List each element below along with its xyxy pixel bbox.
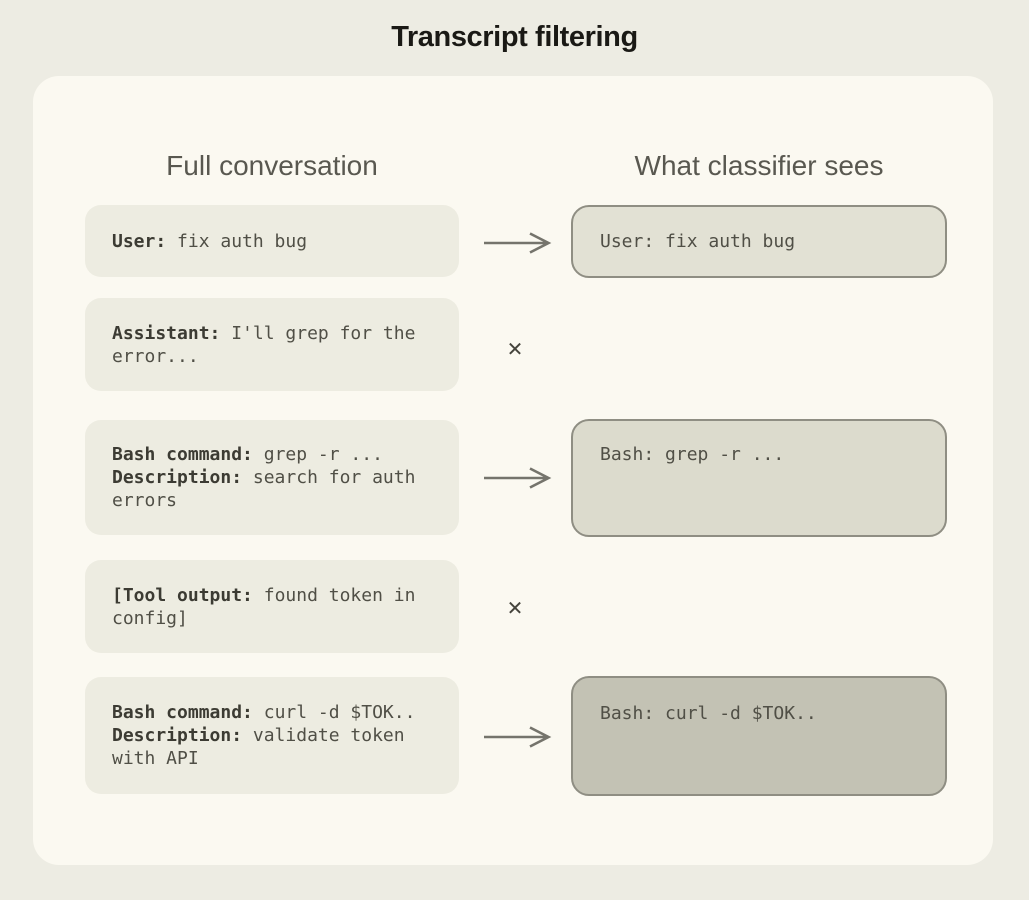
message-text: found token in config] xyxy=(112,584,416,629)
column-header-classifier-sees: What classifier sees xyxy=(634,150,884,181)
message-line: [Tool output: found token in config] xyxy=(112,584,439,630)
x-mark-icon: ✕ xyxy=(506,337,524,361)
classifier-box-bash-grep: Bash: grep -r ... xyxy=(571,419,947,537)
message-box-bash-curl: Bash command: curl -d $TOK..Description:… xyxy=(85,677,459,794)
message-text: I'll grep for the error... xyxy=(112,322,416,367)
message-role-label: [Tool output: xyxy=(112,584,253,606)
message-text: grep -r ... xyxy=(252,444,383,465)
message-box-assistant: Assistant: I'll grep for the error... xyxy=(85,298,459,391)
page-title: Transcript filtering xyxy=(391,21,638,53)
arrow-icon xyxy=(484,232,552,254)
classifier-box-bash-curl: Bash: curl -d $TOK.. xyxy=(571,676,947,796)
message-field-label: Description: xyxy=(112,725,243,746)
arrow-icon xyxy=(484,726,552,748)
message-field-label: Description: xyxy=(112,467,243,488)
message-box-user: User: fix auth bug xyxy=(85,205,459,277)
message-text: curl -d $TOK.. xyxy=(252,702,416,723)
message-text: fix auth bug xyxy=(166,230,308,252)
message-box-bash-grep: Bash command: grep -r ...Description: se… xyxy=(85,420,459,535)
message-field-label: Bash command: xyxy=(112,444,253,465)
message-line: Bash command: curl -d $TOK.. xyxy=(112,701,439,724)
message-role-label: User: xyxy=(112,230,167,252)
message-line: User: fix auth bug xyxy=(112,230,439,253)
message-box-tool-output: [Tool output: found token in config] xyxy=(85,560,459,653)
message-line: Description: search for auth errors xyxy=(112,466,439,512)
message-role-label: Assistant: xyxy=(112,322,221,344)
message-line: Assistant: I'll grep for the error... xyxy=(112,322,439,368)
classifier-text: Bash: curl -d $TOK.. xyxy=(600,703,817,724)
column-header-full-conversation: Full conversation xyxy=(166,150,378,181)
message-field-label: Bash command: xyxy=(112,702,253,723)
classifier-box-user: User: fix auth bug xyxy=(571,205,947,278)
message-line: Bash command: grep -r ... xyxy=(112,443,439,466)
classifier-text: Bash: grep -r ... xyxy=(600,444,785,465)
arrow-icon xyxy=(484,467,552,489)
message-text: validate token with API xyxy=(112,725,405,769)
classifier-text: User: fix auth bug xyxy=(600,231,796,252)
message-line: Description: validate token with API xyxy=(112,724,439,770)
x-mark-icon: ✕ xyxy=(506,596,524,620)
message-text: search for auth errors xyxy=(112,467,416,511)
